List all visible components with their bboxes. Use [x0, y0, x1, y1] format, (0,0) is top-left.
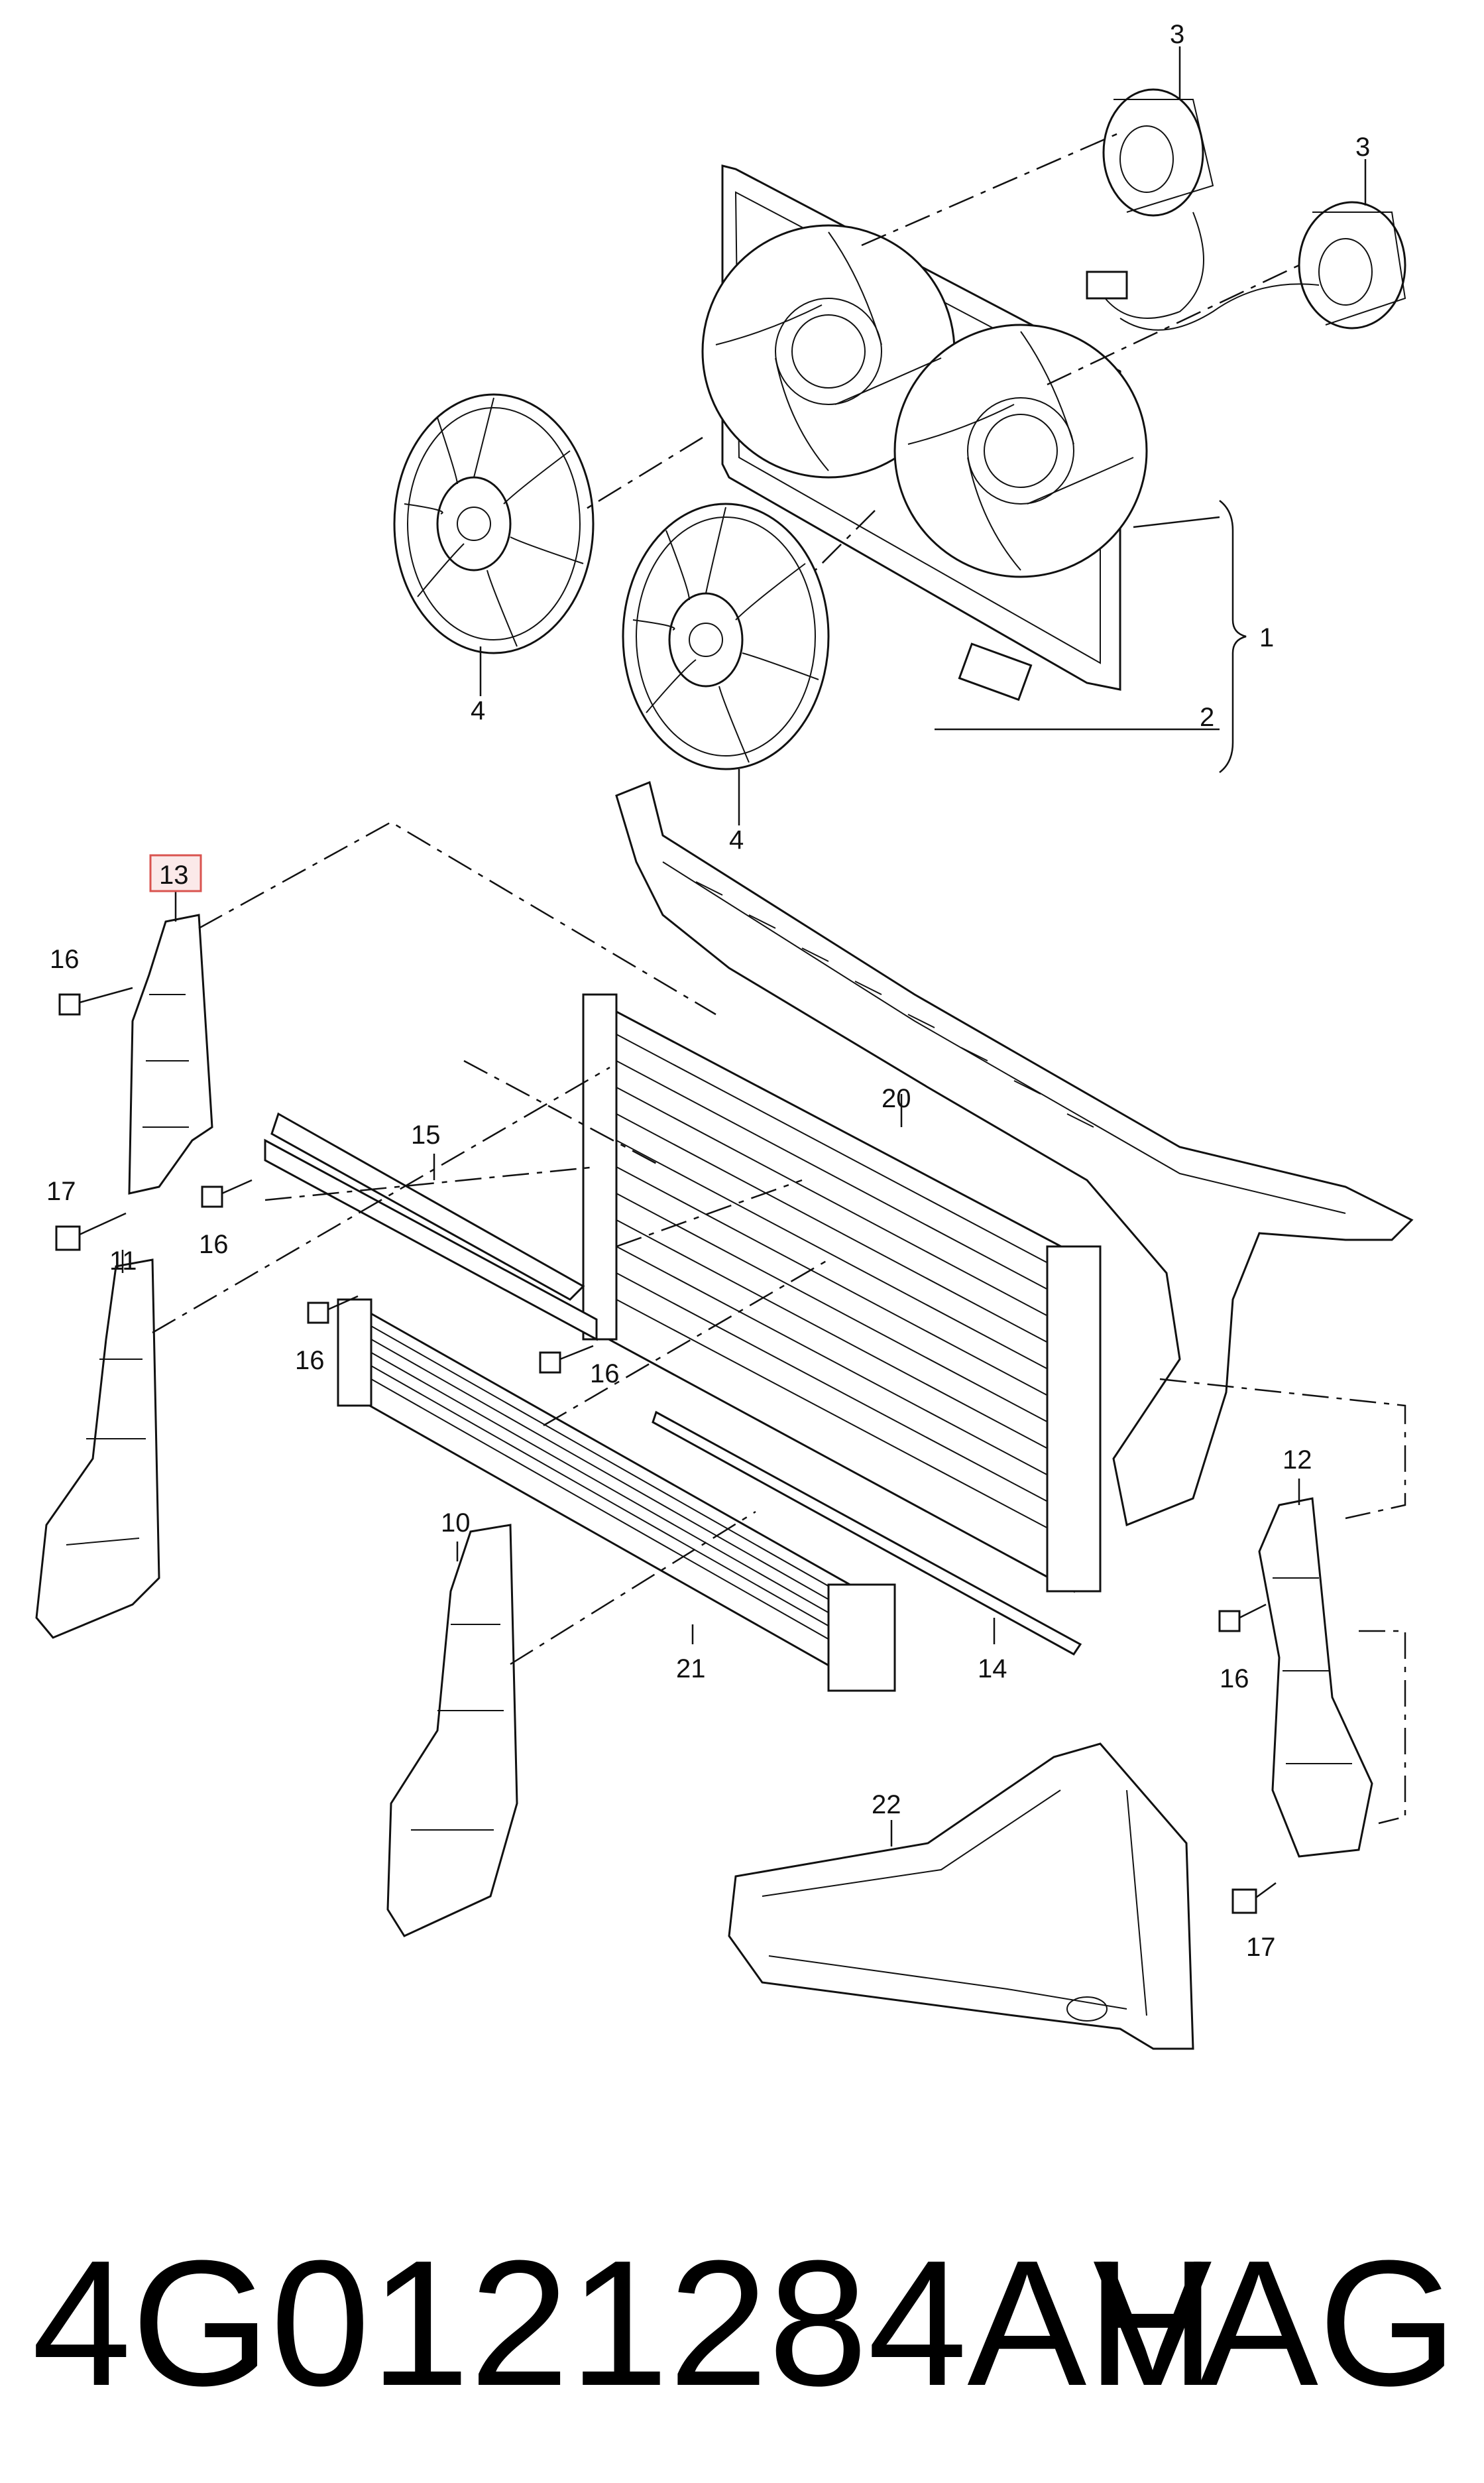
callout-13: 13	[159, 861, 189, 890]
screw-17b	[1231, 1882, 1277, 1914]
footer: 4G0121284AH VAG	[0, 2208, 1484, 2473]
fan-blade-left	[393, 393, 595, 654]
motor-wiring	[1100, 212, 1320, 331]
screw-16b	[201, 1179, 253, 1208]
callout-16c: 16	[295, 1346, 325, 1375]
wiring-connector	[1086, 271, 1128, 300]
screw-16e	[1218, 1603, 1267, 1632]
part-number: 4G0121284AH	[32, 2224, 1216, 2423]
callout-22: 22	[872, 1790, 901, 1819]
callout-13-highlight	[149, 854, 202, 892]
lock-carrier	[615, 780, 1414, 1527]
callout-16a: 16	[50, 945, 80, 974]
air-guide-10	[386, 1524, 518, 1937]
air-duct	[728, 1742, 1194, 2050]
fan-blade-right	[622, 503, 830, 770]
air-guide-12	[1258, 1497, 1373, 1858]
air-guide-11	[35, 1258, 160, 1639]
callout-11: 11	[109, 1246, 137, 1276]
callout-3a: 3	[1170, 20, 1184, 49]
callout-12: 12	[1283, 1445, 1312, 1475]
callout-15: 15	[411, 1120, 441, 1150]
callout-14: 14	[978, 1654, 1007, 1683]
seal-strip	[652, 1410, 1082, 1656]
brand-name: VAG	[1092, 2224, 1457, 2423]
screw-16a	[58, 987, 133, 1016]
assembly-lines	[152, 821, 1406, 1825]
callout-20: 20	[882, 1084, 911, 1113]
callout-4a: 4	[471, 696, 485, 725]
callout-16e: 16	[1220, 1664, 1249, 1693]
group-bracket	[1219, 500, 1247, 773]
screw-16c	[307, 1295, 359, 1324]
callout-16b: 16	[199, 1230, 229, 1259]
fan-shroud	[701, 164, 1148, 701]
callout-17b: 17	[1246, 1933, 1276, 1962]
callout-1: 1	[1259, 623, 1274, 652]
callout-4b: 4	[729, 825, 744, 855]
callout-3b: 3	[1355, 133, 1370, 162]
callout-2: 2	[1200, 703, 1214, 732]
callout-17a: 17	[46, 1177, 76, 1206]
air-guide-13	[128, 914, 213, 1195]
exploded-parts-diagram: 3 3 1 2 4 4 13 16 17 15 20 16 11 16 16 1…	[35, 20, 1414, 2050]
callout-10: 10	[441, 1508, 471, 1538]
callout-21: 21	[676, 1654, 706, 1683]
callout-16d: 16	[590, 1359, 620, 1388]
air-guide-bar	[264, 1112, 598, 1341]
screw-17a	[55, 1212, 127, 1251]
fan-motor-left	[1102, 88, 1214, 217]
charge-air-cooler	[337, 1298, 896, 1692]
fan-motor-right	[1298, 201, 1406, 330]
screw-16d	[539, 1345, 594, 1374]
